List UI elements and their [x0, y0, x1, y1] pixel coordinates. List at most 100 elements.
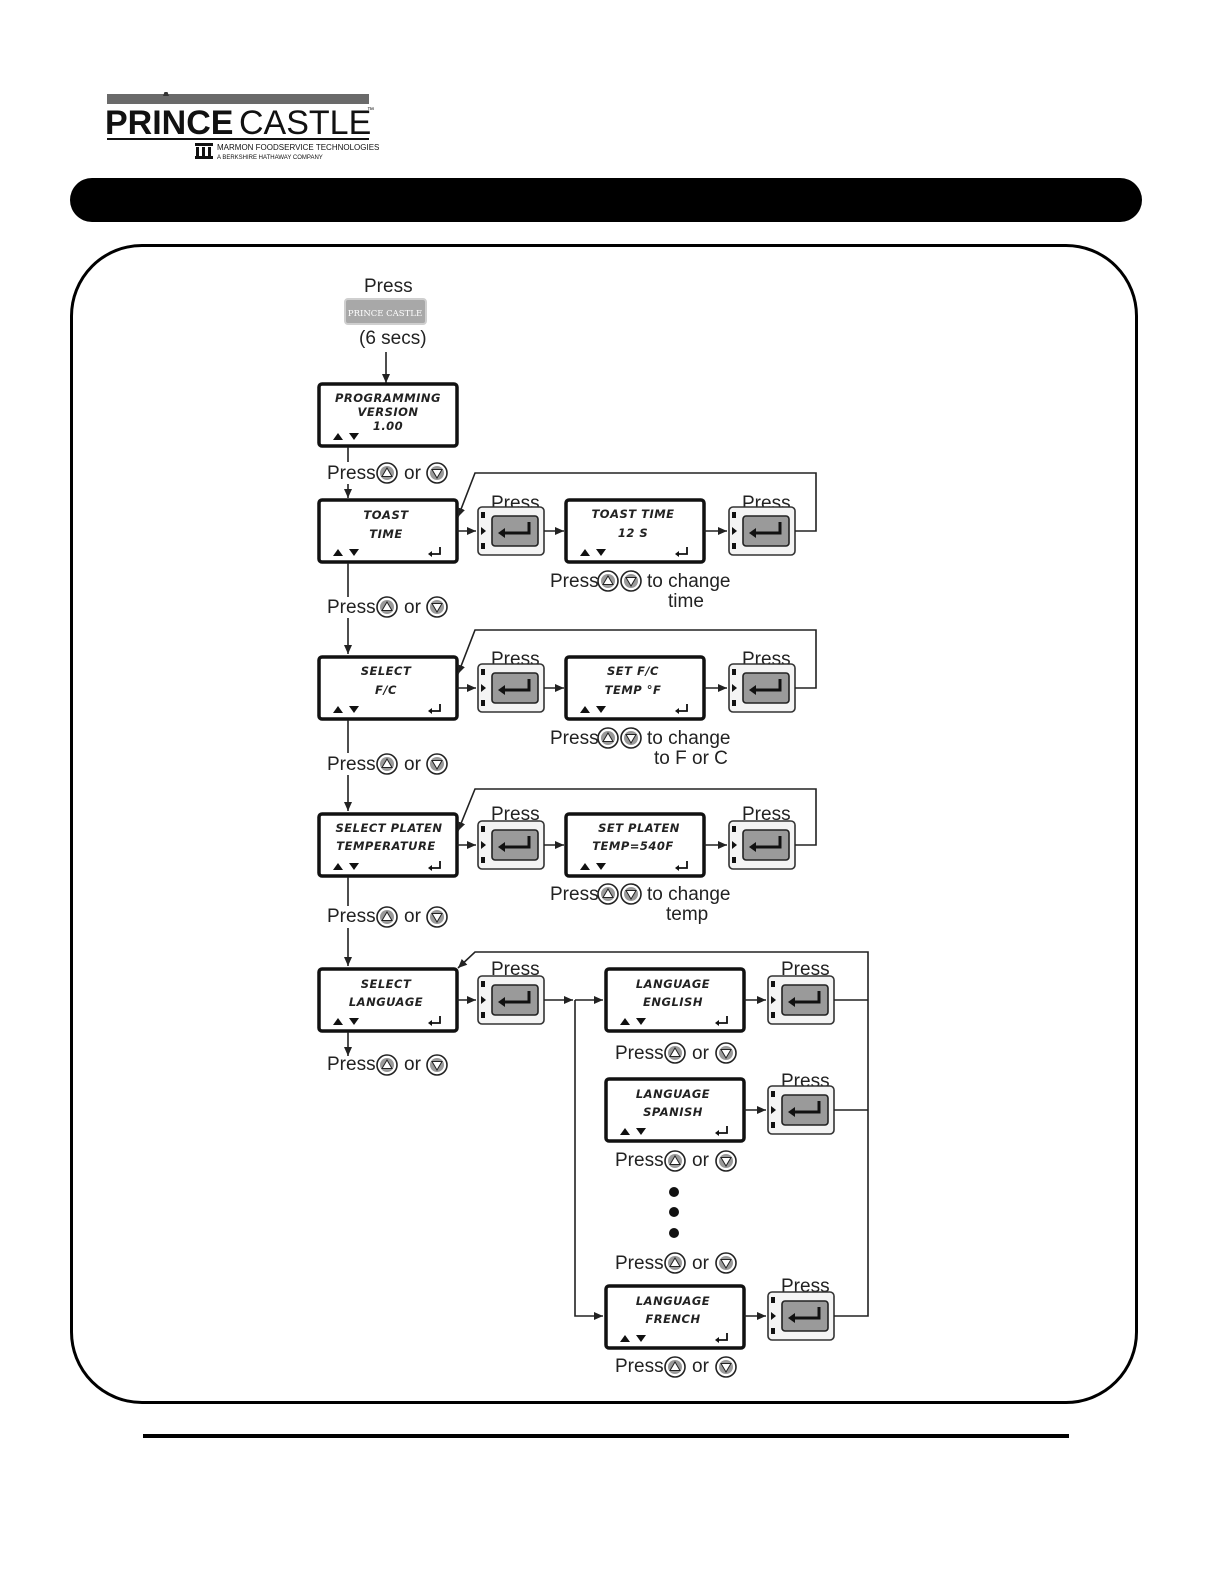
start-duration-label: (6 secs) — [359, 328, 427, 349]
enter-button-icon — [727, 505, 797, 557]
or-label: or — [404, 754, 422, 775]
diagram-frame — [70, 244, 1138, 1404]
screen-toast-time-line2: TIME — [369, 527, 402, 541]
or-label: or — [692, 1356, 710, 1377]
prince-castle-logo: PRINCE CASTLE ™ MARMON FOODSERVICE TECHN… — [105, 92, 379, 161]
screen-select-language-line1: SELECT — [361, 977, 412, 991]
press-label: Press — [550, 728, 599, 749]
press-label: Press — [550, 884, 599, 905]
down-arrow-button-icon — [426, 596, 448, 618]
press-label: Press — [327, 463, 376, 484]
up-arrow-button-icon — [664, 1252, 686, 1274]
screen-select-fc-line2: F/C — [375, 683, 397, 697]
or-label: or — [692, 1150, 710, 1171]
screen-select-platen-line1: SELECT PLATEN — [336, 821, 443, 835]
up-arrow-button-icon — [664, 1042, 686, 1064]
down-arrow-button-icon — [426, 906, 448, 928]
to-change-label: to change — [647, 728, 730, 749]
logo-trademark: ™ — [367, 107, 374, 114]
down-arrow-button-icon — [620, 570, 642, 592]
press-label: Press — [615, 1356, 664, 1377]
press-label: Press — [781, 959, 830, 980]
up-arrow-button-icon — [376, 1054, 398, 1076]
screen-toast-time-line1: TOAST — [363, 508, 409, 522]
screen-programming-line3: 1.00 — [373, 419, 403, 433]
enter-button-icon — [727, 819, 797, 871]
enter-button-icon — [476, 819, 546, 871]
screen-language-spanish-line1: LANGUAGE — [636, 1087, 710, 1101]
or-label: or — [404, 1054, 422, 1075]
press-label: Press — [327, 1054, 376, 1075]
change-caption-fc: to F or C — [654, 748, 728, 769]
change-caption-time: time — [668, 591, 704, 612]
down-arrow-button-icon — [426, 753, 448, 775]
press-label: Press — [327, 754, 376, 775]
press-label: Press — [615, 1150, 664, 1171]
screen-toast-time-value-line1: TOAST TIME — [591, 507, 674, 521]
down-arrow-button-icon — [620, 727, 642, 749]
screen-language-french-line1: LANGUAGE — [636, 1294, 710, 1308]
change-caption-temp: temp — [666, 904, 708, 925]
up-arrow-button-icon — [597, 570, 619, 592]
or-label: or — [404, 597, 422, 618]
up-arrow-button-icon — [597, 727, 619, 749]
screen-select-language-line2: LANGUAGE — [349, 995, 423, 1009]
screen-language-french — [604, 1284, 746, 1350]
enter-button-icon — [766, 1290, 836, 1342]
press-label: Press — [615, 1043, 664, 1064]
up-arrow-button-icon — [376, 753, 398, 775]
press-label: Press — [327, 906, 376, 927]
screen-language-spanish-line2: SPANISH — [643, 1105, 703, 1119]
press-label: Press — [491, 804, 540, 825]
down-arrow-button-icon — [620, 883, 642, 905]
enter-button-icon — [476, 974, 546, 1026]
section-title-bar — [70, 178, 1142, 222]
press-label: Press — [615, 1253, 664, 1274]
enter-button-icon — [476, 662, 546, 714]
screen-programming — [317, 382, 459, 448]
screen-language-english-line1: LANGUAGE — [636, 977, 710, 991]
marmon-mark-icon — [195, 143, 213, 159]
to-change-label: to change — [647, 884, 730, 905]
screen-language-english-line2: ENGLISH — [643, 995, 703, 1009]
press-label: Press — [550, 571, 599, 592]
enter-button-icon — [766, 974, 836, 1026]
up-arrow-button-icon — [376, 906, 398, 928]
press-label: Press — [742, 804, 791, 825]
screen-select-platen-line2: TEMPERATURE — [336, 839, 435, 853]
up-arrow-button-icon — [376, 462, 398, 484]
to-change-label: to change — [647, 571, 730, 592]
footer-rule — [143, 1434, 1069, 1438]
down-arrow-button-icon — [426, 1054, 448, 1076]
enter-button-icon — [766, 1084, 836, 1136]
screen-set-fc-line2: TEMP °F — [605, 683, 662, 697]
prince-castle-button-icon: PRINCE CASTLE — [344, 298, 427, 325]
enter-button-icon — [727, 662, 797, 714]
down-arrow-button-icon — [715, 1252, 737, 1274]
or-label: or — [692, 1043, 710, 1064]
screen-programming-line2: VERSION — [357, 405, 418, 419]
company-line-1: MARMON FOODSERVICE TECHNOLOGIES — [217, 143, 379, 152]
screen-set-fc-line1: SET F/C — [607, 664, 659, 678]
or-label: or — [404, 463, 422, 484]
screen-toast-time-value-line2: 12 S — [618, 526, 648, 540]
up-arrow-button-icon — [376, 596, 398, 618]
start-press-label: Press — [364, 276, 413, 297]
down-arrow-button-icon — [715, 1356, 737, 1378]
screen-language-french-line2: FRENCH — [645, 1312, 700, 1326]
press-label: Press — [491, 959, 540, 980]
or-label: or — [692, 1253, 710, 1274]
down-arrow-button-icon — [426, 462, 448, 484]
screen-set-platen-line2: TEMP=540F — [592, 839, 674, 853]
up-arrow-button-icon — [597, 883, 619, 905]
enter-button-icon — [476, 505, 546, 557]
logo-brand-light: CASTLE — [239, 104, 371, 142]
up-arrow-button-icon — [664, 1150, 686, 1172]
prince-castle-button-label: PRINCE CASTLE — [348, 309, 422, 319]
company-line-2: A BERKSHIRE HATHAWAY COMPANY — [217, 155, 323, 161]
screen-select-fc-line1: SELECT — [361, 664, 412, 678]
down-arrow-button-icon — [715, 1042, 737, 1064]
logo-brand-bold: PRINCE — [105, 104, 233, 142]
vertical-ellipsis-icon — [669, 1187, 679, 1238]
